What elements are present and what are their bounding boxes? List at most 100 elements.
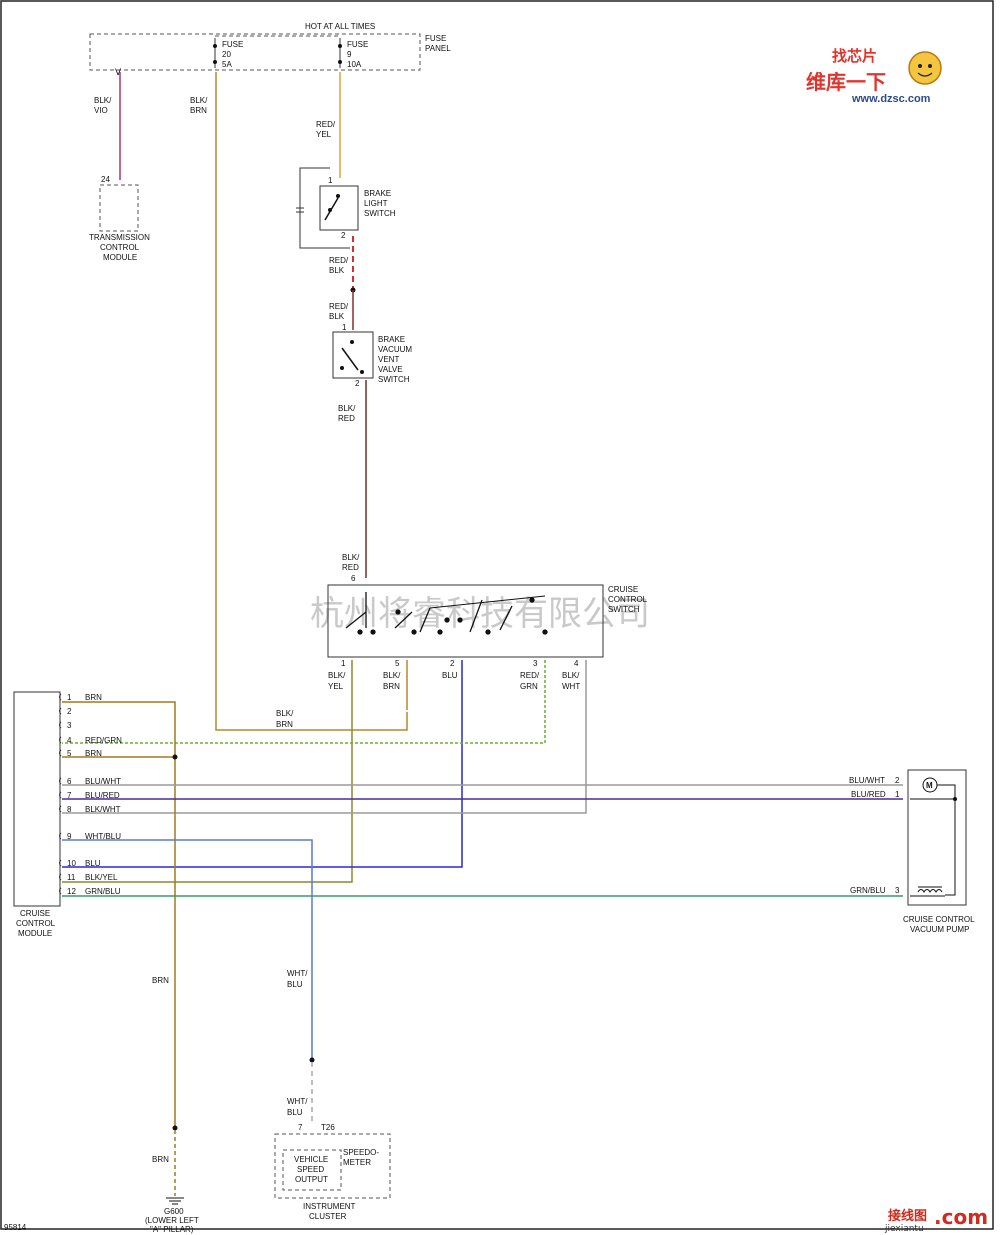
- sw1-label-a: BLK/: [328, 671, 346, 680]
- vacuum-switch-label-2: VACUUM: [378, 345, 412, 354]
- cruise-control-switch: [327, 584, 604, 658]
- module-label-1: CRUISE: [20, 909, 50, 918]
- cruise-control-module: [13, 691, 61, 907]
- logo-url: www.dzsc.com: [851, 93, 931, 105]
- module-pin-wire-color: WHT/BLU: [85, 832, 121, 841]
- footer-logo-name: 接线图: [888, 1208, 927, 1224]
- module-pin-terminal: [59, 859, 62, 867]
- module-pin-number: 2: [67, 707, 72, 716]
- logo-bottom-text: 维库一下: [806, 70, 886, 94]
- cruise-pin-5: 5: [395, 659, 400, 668]
- vso-label-2: SPEED: [297, 1165, 324, 1174]
- cruise-switch-label-3: SWITCH: [608, 605, 640, 614]
- cruise-switch-label-2: CONTROL: [608, 595, 648, 604]
- brake-light-pin-1: 1: [328, 176, 333, 185]
- pump-label-2: VACUUM PUMP: [910, 925, 969, 934]
- module-pin-wire-color: BRN: [85, 749, 102, 758]
- wire-red-blk-2b: BLK: [329, 312, 345, 321]
- tcm-label-3: MODULE: [103, 253, 137, 262]
- wire-red-yel-label-1: RED/: [316, 120, 336, 129]
- vacuum-switch-pin-2: 2: [355, 379, 360, 388]
- module-pin-number: 8: [67, 805, 72, 814]
- vso-label-1: VEHICLE: [294, 1155, 328, 1164]
- fuse-20-number: 20: [222, 50, 231, 59]
- fuse-9-number: 9: [347, 50, 352, 59]
- module-pin-terminal: [59, 873, 62, 881]
- wire-blk-yel: [62, 660, 353, 883]
- wire-blk-brn-mid-2: BRN: [276, 720, 293, 729]
- tcm-pin: 24: [101, 175, 110, 184]
- cruise-pin-2: 2: [450, 659, 455, 668]
- brake-light-switch: [319, 185, 359, 231]
- connector-mark: ᐯ: [115, 67, 122, 77]
- wire-brn-pin1: [62, 701, 176, 1130]
- tcm-label-1: TRANSMISSION: [89, 233, 150, 242]
- module-pin-wire-color: BLU: [85, 859, 101, 868]
- pump-wire-grn-blu: GRN/BLU: [850, 886, 886, 895]
- wire-red-blk-2a: RED/: [329, 302, 349, 311]
- fuse-panel-label-1: FUSE: [425, 34, 446, 43]
- vacuum-switch-label-1: BRAKE: [378, 335, 405, 344]
- wire-blk-red-2a: BLK/: [342, 553, 360, 562]
- pump-label-1: CRUISE CONTROL: [903, 915, 975, 924]
- module-pin-number: 1: [67, 693, 72, 702]
- wire-wht-blu-1b: BLU: [287, 980, 303, 989]
- fuse-20-label: FUSE: [222, 40, 243, 49]
- pump-wire-blu-wht: BLU/WHT: [849, 776, 885, 785]
- wire-red-blk-1b: BLK: [329, 266, 345, 275]
- wire-brn-vert-label: BRN: [152, 976, 169, 985]
- vehicle-speed-output: [282, 1149, 342, 1191]
- vacuum-switch-pin-1: 1: [342, 323, 347, 332]
- brake-light-label-3: SWITCH: [364, 209, 396, 218]
- wire-blk-red-1b: RED: [338, 414, 355, 423]
- pump-pin-2: 2: [895, 776, 900, 785]
- wire-blk-vio-label-2: VIO: [94, 106, 108, 115]
- cruise-switch-pin-6: 6: [351, 574, 356, 583]
- tcm-label-2: CONTROL: [100, 243, 140, 252]
- module-pin-wire-color: RED/GRN: [85, 736, 122, 745]
- module-pin-wire-color: BLK/WHT: [85, 805, 121, 814]
- brake-light-label-1: BRAKE: [364, 189, 391, 198]
- wire-brn-ground-label: BRN: [152, 1155, 169, 1164]
- module-pin-number: 9: [67, 832, 72, 841]
- cluster-connector: T26: [321, 1123, 335, 1132]
- wire-red-yel-label-2: YEL: [316, 130, 332, 139]
- module-pin-wire-color: BLU/RED: [85, 791, 120, 800]
- wire-blk-brn-mid-1: BLK/: [276, 709, 294, 718]
- module-pin-number: 12: [67, 887, 76, 896]
- fuse-panel-label-2: PANEL: [425, 44, 451, 53]
- fuse-9: FUSE 9 10A: [338, 38, 368, 69]
- vso-label-3: OUTPUT: [295, 1175, 328, 1184]
- module-pin-number: 5: [67, 749, 72, 758]
- module-pin-terminal: [59, 887, 62, 895]
- wire-blk-red-2b: RED: [342, 563, 359, 572]
- module-pin-number: 10: [67, 859, 76, 868]
- sw3-label-a: RED/: [520, 671, 540, 680]
- wire-wht-blu: [62, 839, 313, 1060]
- module-pin-wire-color: GRN/BLU: [85, 887, 121, 896]
- transmission-control-module: [99, 184, 139, 232]
- cluster-label-1: INSTRUMENT: [303, 1202, 356, 1211]
- figure-id: 95814: [4, 1223, 27, 1232]
- module-pin-terminal: [59, 721, 62, 729]
- module-pin-terminal: [59, 707, 62, 715]
- svg-text:M: M: [926, 781, 933, 790]
- module-pin-terminal: [59, 693, 62, 701]
- wire-blk-brn-top-2: BRN: [190, 106, 207, 115]
- module-pin-wire-color: BLK/YEL: [85, 873, 118, 882]
- cluster-label-2: CLUSTER: [309, 1212, 347, 1221]
- vacuum-switch-label-4: VALVE: [378, 365, 403, 374]
- sw5-label-a: BLK/: [383, 671, 401, 680]
- wire-wht-blu-2b: BLU: [287, 1108, 303, 1117]
- sw4-label-a: BLK/: [562, 671, 580, 680]
- module-pin-terminal: [59, 791, 62, 799]
- wire-red-blk-1a: RED/: [329, 256, 349, 265]
- ground-label-1: G600: [164, 1207, 184, 1216]
- wire-blk-red-1a: BLK/: [338, 404, 356, 413]
- cluster-pin: 7: [298, 1123, 303, 1132]
- module-pin-number: 6: [67, 777, 72, 786]
- ground-label-3: "A" PILLAR): [150, 1225, 194, 1234]
- wire-blk-brn-top-1: BLK/: [190, 96, 208, 105]
